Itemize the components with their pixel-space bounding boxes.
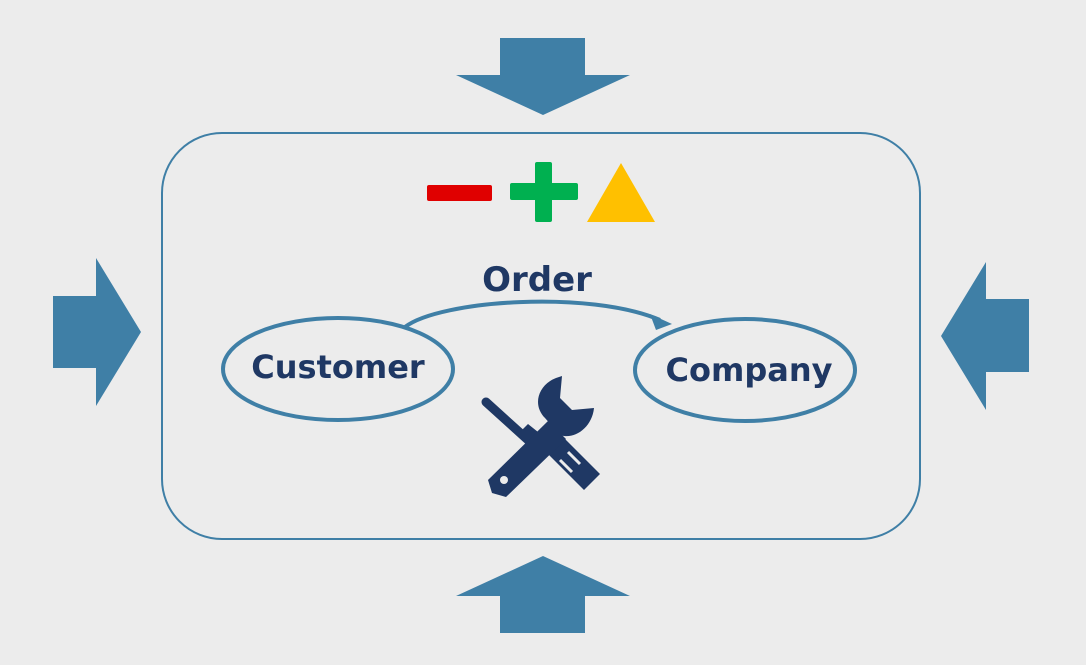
- arrow-left: [53, 258, 141, 406]
- arrow-top: [456, 38, 630, 115]
- minus-icon: [427, 185, 492, 201]
- arrow-right: [941, 262, 1029, 410]
- company-ellipse: [633, 317, 857, 423]
- context-frame: [161, 132, 921, 540]
- relation-label: Order: [482, 260, 592, 300]
- triangle-icon: [587, 163, 655, 222]
- relation-arrow: [403, 299, 661, 329]
- relation-arrowhead: [650, 314, 672, 330]
- wrench-screwdriver-icon: [481, 376, 600, 497]
- plus-icon: [510, 162, 578, 222]
- arrow-bottom: [456, 556, 630, 633]
- customer-label: Customer: [251, 348, 425, 386]
- customer-ellipse: [221, 316, 455, 422]
- company-label: Company: [666, 351, 833, 389]
